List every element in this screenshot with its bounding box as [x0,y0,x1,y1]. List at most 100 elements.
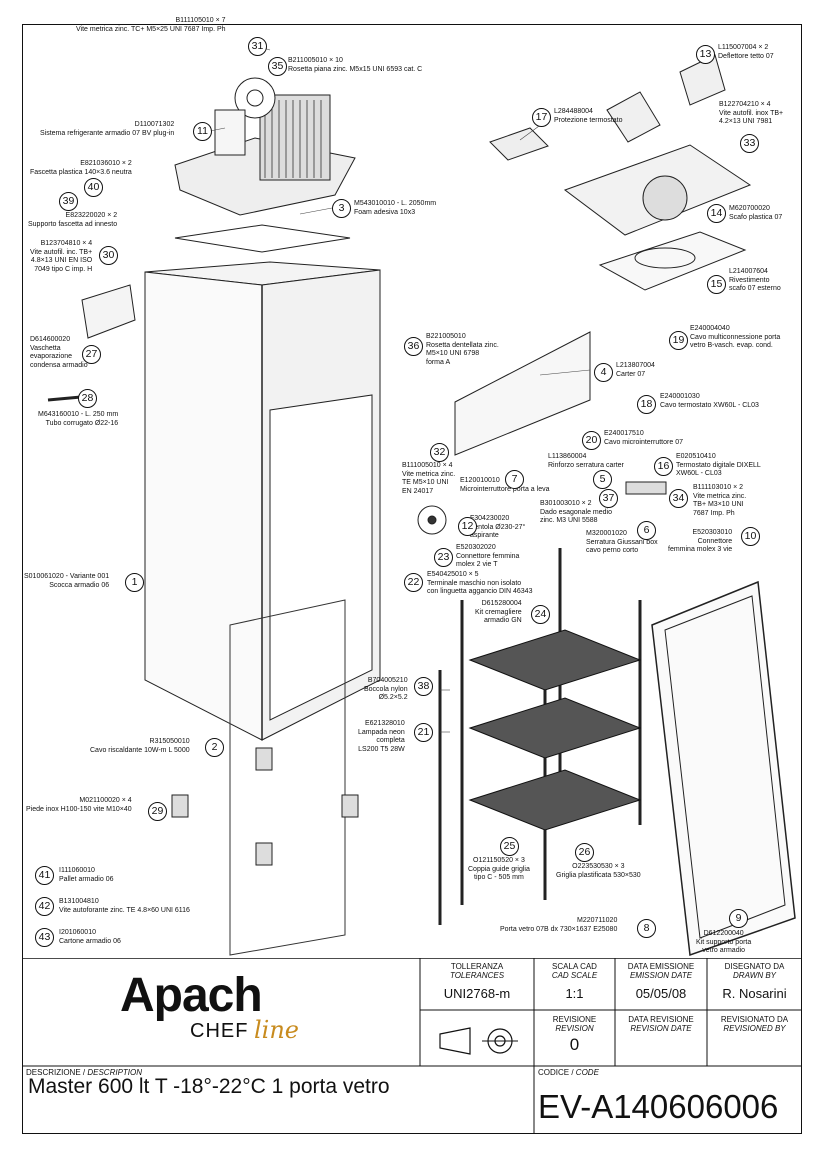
part-number-28: 28 [78,389,97,408]
feet-drawing [171,747,359,866]
revised-by-cell: REVISIONATO DA REVISIONED BY [720,1015,789,1033]
fan-drawing [417,505,447,535]
part-number-20: 20 [582,431,601,450]
refrigeration-unit-drawing [174,77,356,216]
code-label: CODICE / CODE [538,1068,599,1077]
part-number-37: 37 [599,489,618,508]
part-number-33: 33 [740,134,759,153]
thermostat-drawing [625,481,667,495]
part-number-31: 31 [248,37,267,56]
part-number-6: 6 [637,521,656,540]
part-number-39: 39 [59,192,78,211]
evaporation-tray-drawing [81,284,136,339]
part-number-26: 26 [575,843,594,862]
part-number-32: 32 [430,443,449,462]
part-number-19: 19 [669,331,688,350]
part-number-24: 24 [531,605,550,624]
part-number-29: 29 [148,802,167,821]
brand-logo-chef: CHEF [190,1020,249,1042]
description-value: Master 600 lt T -18°-22°C 1 porta vetro [28,1075,390,1098]
part-number-25: 25 [500,837,519,856]
title-block: Apach CHEF line TOLLERANZA TOLERANCES UN… [22,958,802,1134]
brand-logo-line: line [254,1016,300,1044]
part-number-2: 2 [205,738,224,757]
part-number-3: 3 [332,199,351,218]
part-number-14: 14 [707,204,726,223]
scale-cell: SCALA CAD CAD SCALE 1:1 [551,962,598,1001]
part-number-23: 23 [434,548,453,567]
part-number-13: 13 [696,45,715,64]
deflector-drawing [606,91,661,143]
shelves-drawing [468,629,642,831]
part-number-30: 30 [99,246,118,265]
thermostat-protection-drawing [489,127,549,161]
description-label: DESCRIZIONE / DESCRIPTION [26,1068,143,1077]
part-number-22: 22 [404,573,423,592]
part-number-40: 40 [84,178,103,197]
part-number-42: 42 [35,897,54,916]
carter-drawing [454,331,591,456]
part-number-8: 8 [637,919,656,938]
part-number-7: 7 [505,470,524,489]
part-number-21: 21 [414,723,433,742]
code-value: EV-A140606006 [538,1088,779,1125]
cabinet-body-drawing [144,261,381,741]
part-number-11: 11 [193,122,212,141]
drawn-by-cell: DISEGNATO DA DRAWN BY R. Nosarini [722,962,787,1001]
part-number-35: 35 [268,57,287,76]
part-number-10: 10 [741,527,760,546]
part-number-43: 43 [35,928,54,947]
part-number-12: 12 [458,517,477,536]
hull-cover-drawing [598,231,747,291]
drawing-frame [22,24,802,1134]
part-number-34: 34 [669,489,688,508]
part-number-17: 17 [532,108,551,127]
part-number-38: 38 [414,677,433,696]
glass-door-drawing [651,580,796,957]
part-number-1: 1 [125,573,144,592]
part-number-18: 18 [637,395,656,414]
part-number-4: 4 [594,363,613,382]
part-number-16: 16 [654,457,673,476]
part-number-5: 5 [593,470,612,489]
part-number-27: 27 [82,345,101,364]
